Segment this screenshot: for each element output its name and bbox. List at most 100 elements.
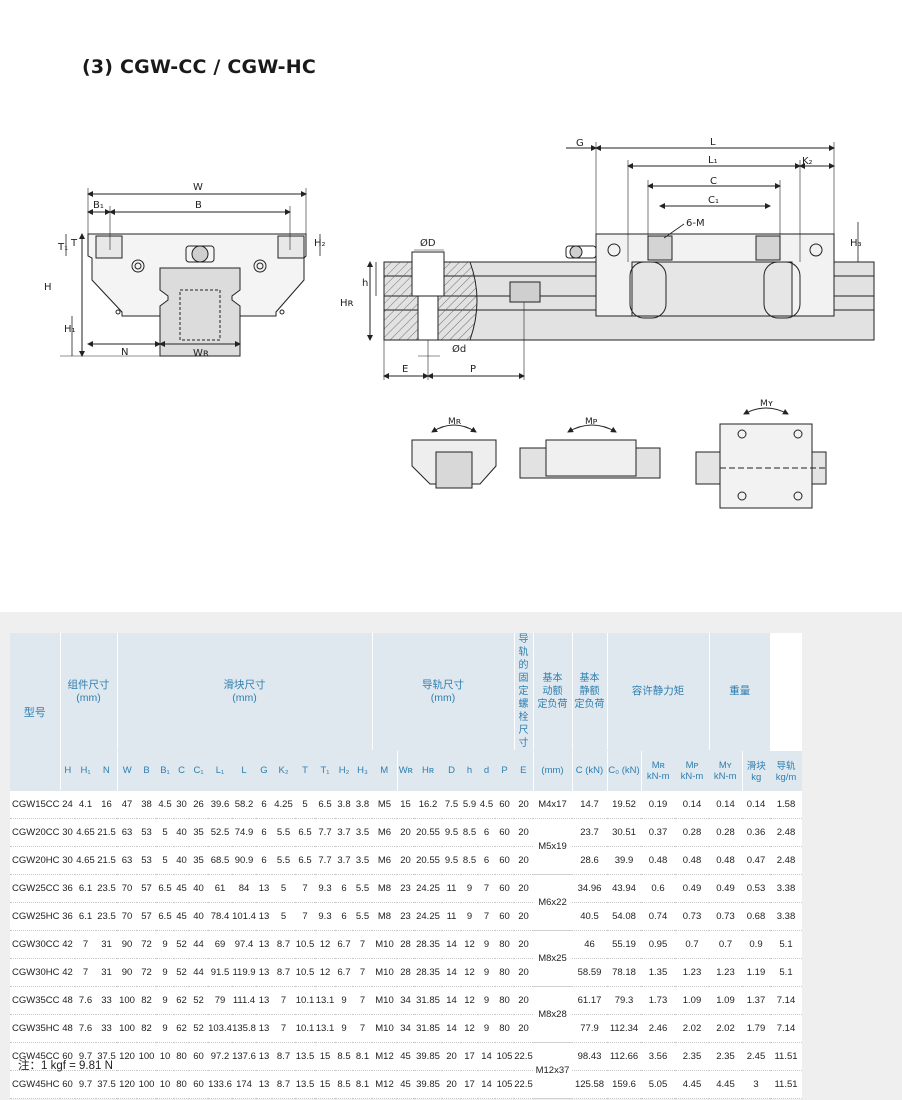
table-cell: 12 [461, 1014, 478, 1043]
table-cell: 61.17 [572, 986, 607, 1015]
table-cell: 103.4 [208, 1014, 232, 1043]
table-cell: 0.28 [675, 818, 709, 847]
svg-text:G: G [576, 138, 584, 149]
table-cell: 8.5 [461, 818, 478, 847]
table-cell: 28 [397, 930, 414, 959]
table-cell: 6.7 [335, 930, 353, 959]
table-cell: 6 [335, 874, 353, 903]
table-cell: CGW45HC [10, 1070, 60, 1099]
table-cell: 34 [397, 1014, 414, 1043]
table-cell: 100 [117, 986, 137, 1015]
table-cell: 43.94 [607, 874, 641, 903]
table-cell: 82 [137, 1014, 156, 1043]
table-cell: 5.5 [353, 902, 372, 931]
table-cell: 4.25 [272, 790, 295, 819]
table-cell: 52.5 [208, 818, 232, 847]
table-cell: 98.43 [572, 1042, 607, 1071]
table-cell: 40 [189, 902, 208, 931]
table-cell: 34.96 [572, 874, 607, 903]
sub-header: Mʏ kN-m [709, 750, 743, 791]
svg-text:H₂: H₂ [314, 238, 326, 249]
table-cell: 20 [514, 790, 533, 819]
svg-text:P: P [470, 364, 476, 375]
table-cell: 3.7 [335, 818, 353, 847]
table-cell: 53 [137, 846, 156, 875]
table-cell: 137.6 [232, 1042, 256, 1071]
table-cell: 6.5 [156, 874, 174, 903]
svg-text:K₂: K₂ [802, 156, 813, 167]
svg-text:Mʏ: Mʏ [760, 399, 773, 409]
table-cell: 2.45 [742, 1042, 770, 1071]
table-cell: 12 [461, 958, 478, 987]
svg-text:T₁: T₁ [57, 242, 68, 253]
table-cell: 30 [174, 790, 189, 819]
sub-header: M [372, 750, 398, 791]
table-cell: 11.51 [770, 1070, 802, 1099]
table-cell: M12x37 [533, 1042, 572, 1099]
table-cell: 31 [96, 958, 117, 987]
table-cell: M8 [372, 902, 397, 931]
table-cell: 8.7 [272, 930, 295, 959]
sub-header: H₂ [335, 750, 353, 791]
table-cell: 20 [514, 818, 533, 847]
table-cell: 13 [256, 958, 272, 987]
moment-diagrams [411, 407, 827, 509]
table-cell: 40 [189, 874, 208, 903]
table-cell: 7 [272, 986, 295, 1015]
table-cell: 7.14 [770, 986, 802, 1015]
sub-header: C₁ [189, 750, 208, 791]
table-cell: 14.7 [572, 790, 607, 819]
table-cell: 9 [156, 986, 174, 1015]
table-cell: 20 [514, 930, 533, 959]
table-cell: 5.5 [353, 874, 372, 903]
svg-text:6-M: 6-M [686, 218, 705, 229]
table-cell: 10.1 [295, 986, 315, 1015]
table-cell: 0.53 [742, 874, 770, 903]
table-cell: 9.3 [315, 874, 335, 903]
table-cell: 4.65 [75, 818, 96, 847]
svg-text:B: B [195, 200, 202, 211]
table-cell: M10 [372, 958, 397, 987]
table-cell: 135.8 [232, 1014, 256, 1043]
table-cell: 9 [461, 902, 478, 931]
table-cell: 60 [189, 1070, 208, 1099]
table-cell: 6 [256, 790, 272, 819]
table-cell: 48 [60, 986, 75, 1015]
table-cell: 12 [315, 958, 335, 987]
table-cell: 13 [256, 1070, 272, 1099]
table-cell: 14 [442, 1014, 461, 1043]
sub-header: L₁ [208, 750, 232, 791]
table-cell: M5x19 [533, 818, 572, 875]
table-cell: 0.48 [709, 846, 742, 875]
svg-text:L₁: L₁ [708, 155, 718, 166]
table-cell: 7 [353, 1014, 372, 1043]
table-cell: 44 [189, 958, 208, 987]
svg-text:B₁: B₁ [93, 200, 104, 211]
table-cell: 0.6 [641, 874, 675, 903]
table-cell: 45 [174, 902, 189, 931]
table-cell: 52 [189, 986, 208, 1015]
table-cell: 120 [117, 1042, 137, 1071]
table-cell: 6.1 [75, 874, 96, 903]
header-static-load: 基本 静额 定负荷 [572, 633, 608, 751]
table-cell: 1.79 [742, 1014, 770, 1043]
table-cell: 1.73 [641, 986, 675, 1015]
table-cell: 1.23 [675, 958, 709, 987]
table-cell: 78.18 [607, 958, 641, 987]
table-cell: 60 [495, 846, 514, 875]
svg-text:Mᴘ: Mᴘ [585, 417, 598, 427]
table-cell: 39.85 [414, 1042, 442, 1071]
table-cell: 1.35 [641, 958, 675, 987]
table-cell: 62 [174, 986, 189, 1015]
header-moment: 容许静力矩 [607, 633, 710, 751]
table-cell: 60 [495, 790, 514, 819]
table-cell: 9 [335, 1014, 353, 1043]
table-cell: 4.45 [709, 1070, 742, 1099]
table-cell: 2.35 [709, 1042, 742, 1071]
svg-text:ØD: ØD [420, 237, 436, 249]
table-cell: 17 [461, 1042, 478, 1071]
table-cell: M12 [372, 1070, 397, 1099]
